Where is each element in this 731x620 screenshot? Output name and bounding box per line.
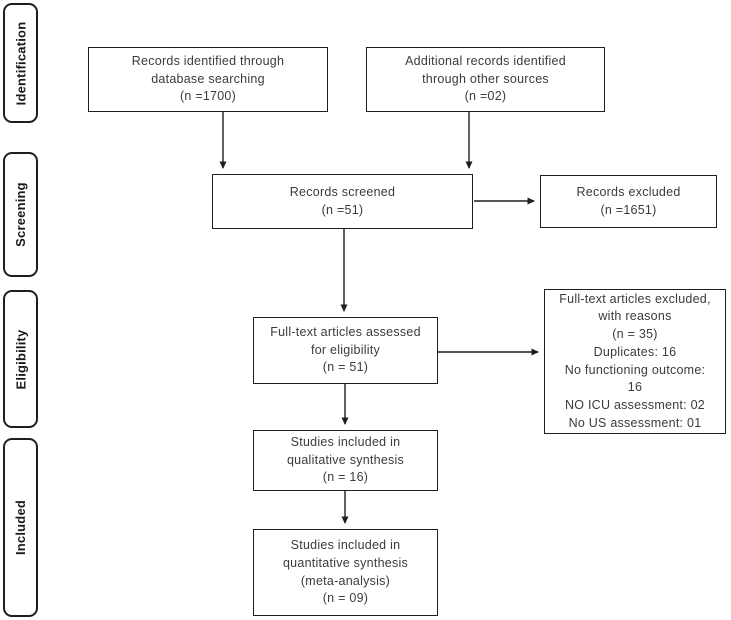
box-fulltext-excluded: Full-text articles excluded, with reason… (544, 289, 726, 434)
box-records-identified: Records identified through database sear… (88, 47, 328, 112)
stage-label-identification-text: Identification (13, 21, 29, 105)
box-records-screened-text: Records screened (n =51) (289, 184, 396, 217)
box-records-excluded-text: Records excluded (n =1651) (576, 184, 681, 217)
box-records-screened: Records screened (n =51) (212, 174, 473, 229)
box-fulltext-excluded-text: Full-text articles excluded, with reason… (559, 291, 711, 430)
stage-label-eligibility: Eligibility (3, 290, 38, 428)
stage-label-included: Included (3, 438, 38, 617)
box-records-identified-text: Records identified through database sear… (131, 53, 285, 104)
box-additional-records: Additional records identified through ot… (366, 47, 605, 112)
stage-label-identification: Identification (3, 3, 38, 123)
box-records-excluded: Records excluded (n =1651) (540, 175, 717, 228)
stage-label-included-text: Included (13, 499, 28, 556)
stage-label-screening-text: Screening (13, 182, 28, 247)
stage-label-eligibility-text: Eligibility (13, 329, 29, 389)
box-quantitative-synthesis-text: Studies included in quantitative synthes… (282, 538, 408, 606)
box-additional-records-text: Additional records identified through ot… (405, 53, 566, 104)
box-quantitative-synthesis: Studies included in quantitative synthes… (253, 529, 438, 616)
box-fulltext-assessed-text: Full-text articles assessed for eligibil… (270, 324, 421, 375)
box-qualitative-synthesis: Studies included in qualitative synthesi… (253, 430, 438, 491)
stage-label-screening: Screening (3, 152, 38, 277)
box-fulltext-assessed: Full-text articles assessed for eligibil… (253, 317, 438, 384)
box-qualitative-synthesis-text: Studies included in qualitative synthesi… (286, 434, 405, 485)
